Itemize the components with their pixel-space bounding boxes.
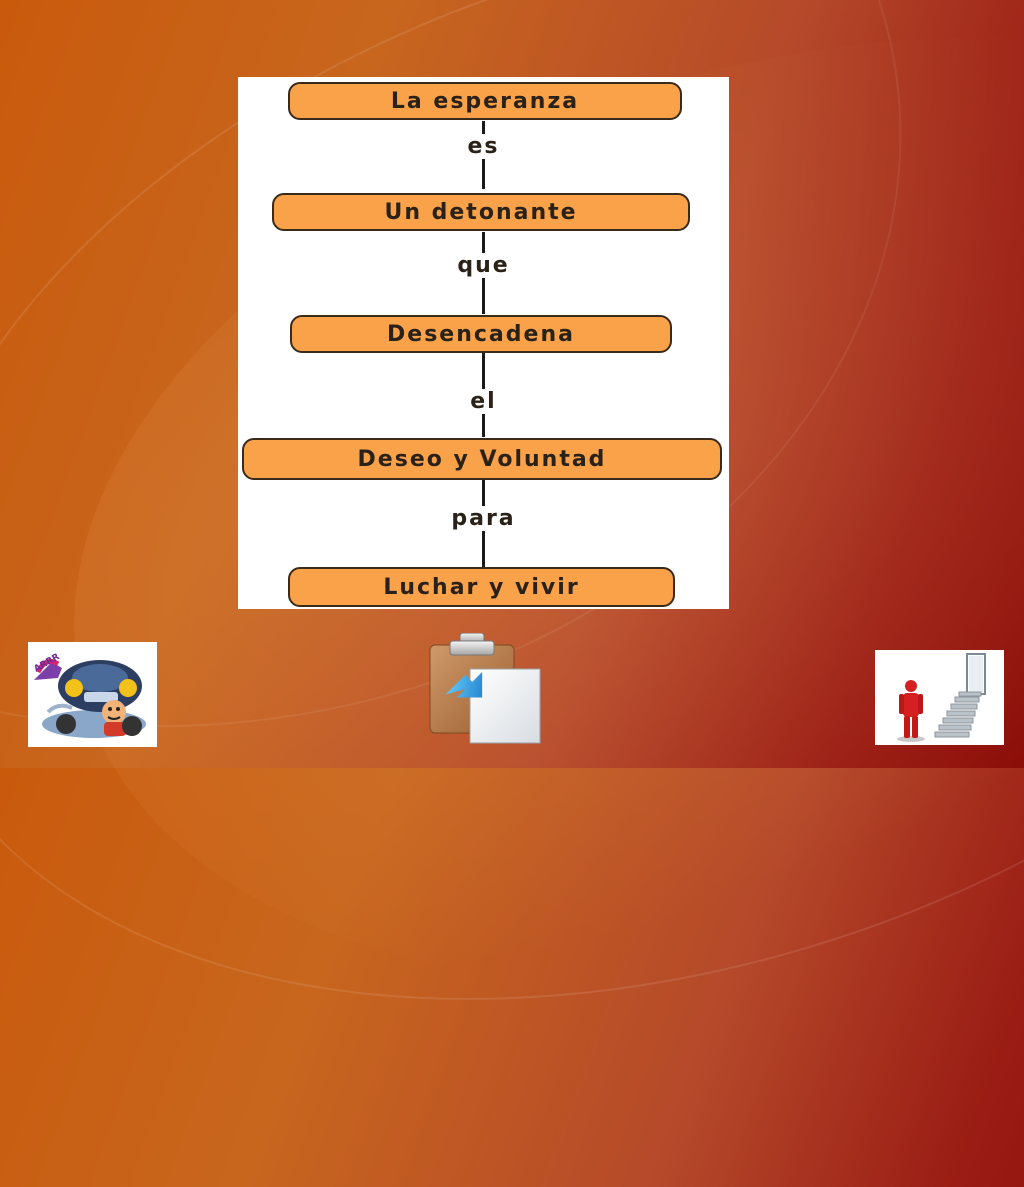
connector-label: el: [238, 389, 729, 414]
concept-map-panel: La esperanza Un detonante Desencadena De…: [238, 77, 729, 609]
connector-label: es: [238, 134, 729, 159]
node-un-detonante: Un detonante: [272, 193, 690, 231]
cartoon-character-icon[interactable]: ARRR: [28, 642, 157, 747]
node-la-esperanza: La esperanza: [288, 82, 682, 120]
node-luchar-y-vivir: Luchar y vivir: [288, 567, 675, 607]
paste-clipboard-icon[interactable]: [428, 632, 544, 745]
connector-label: para: [238, 506, 729, 531]
connector-label: que: [238, 253, 729, 278]
person-staircase-icon[interactable]: [875, 650, 1004, 745]
node-desencadena: Desencadena: [290, 315, 672, 353]
node-deseo-y-voluntad: Deseo y Voluntad: [242, 438, 722, 480]
